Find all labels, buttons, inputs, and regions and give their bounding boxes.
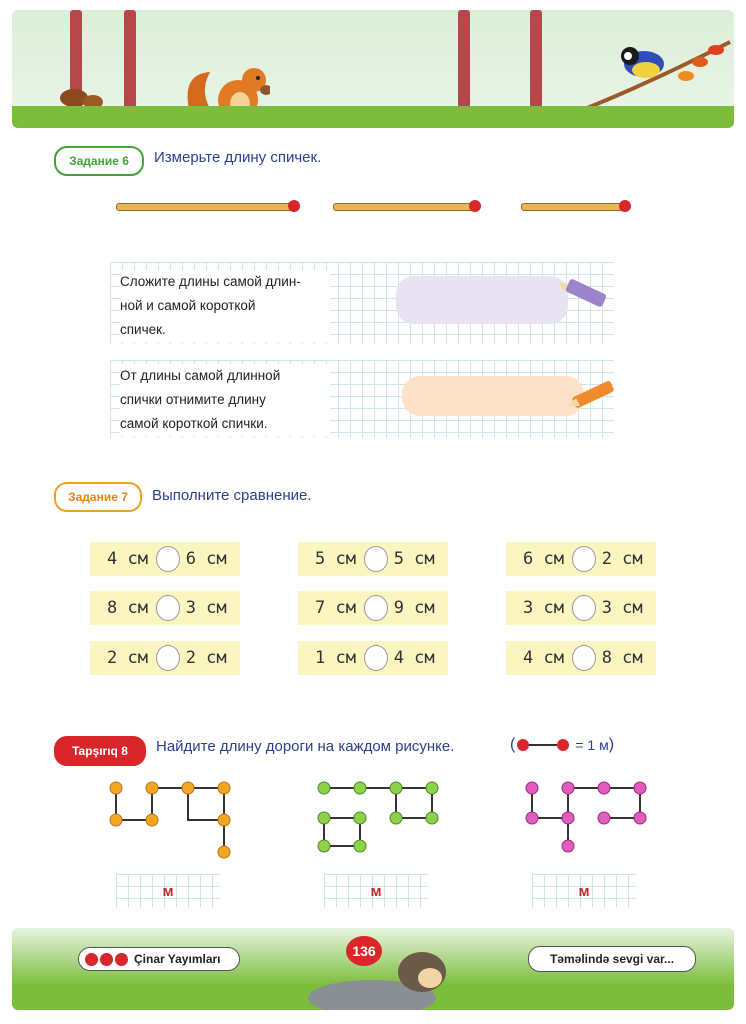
unit-label: м [578, 882, 590, 900]
instruction-line: спички отнимите длину [120, 392, 266, 407]
path-diagram [109, 781, 231, 859]
legend: ( = 1 м ) [510, 736, 614, 754]
comparison-right: 2 см [185, 648, 227, 668]
facebook-icon [85, 952, 98, 966]
comparison-row: 1 см 4 см [298, 641, 448, 675]
comparison-left: 6 см [523, 549, 564, 569]
unit-label: м [162, 882, 174, 900]
comparison-answer-circle[interactable] [155, 546, 180, 572]
bird-illustration [582, 40, 731, 112]
instruction-line: От длины самой длинной [120, 368, 281, 383]
pencil-icon [568, 381, 614, 408]
instruction-text: От длины самой длинной спички отнимите д… [120, 364, 330, 436]
comparison-left: 4 см [107, 549, 148, 569]
answer-box[interactable]: м [532, 874, 636, 908]
comparison-left: 4 см [523, 648, 564, 668]
publisher-pill[interactable]: Çinar Yayımları [78, 947, 240, 971]
comparison-answer-circle[interactable] [571, 645, 596, 671]
answer-blob[interactable] [396, 276, 568, 324]
task-title: Измерьте длину спичек. [154, 149, 322, 166]
comparison-row: 7 см 9 см [298, 591, 448, 625]
answer-box[interactable]: м [116, 874, 220, 908]
legend-paren-close: ) [608, 736, 615, 753]
instagram-icon [100, 952, 113, 966]
comparison-right: 8 см [601, 648, 643, 668]
legend-text: = 1 м [575, 737, 609, 753]
comparison-left: 2 см [107, 648, 148, 668]
tree-trunk [458, 10, 470, 110]
legend-segment-icon [517, 739, 570, 751]
match-head [288, 200, 300, 212]
comparison-left: 1 см [315, 648, 356, 668]
comparison-answer-circle[interactable] [363, 546, 388, 572]
youtube-icon [115, 952, 128, 966]
comparison-row: 8 см 3 см [90, 591, 240, 625]
comparison-left: 5 см [315, 549, 356, 569]
comparison-row: 4 см 6 см [90, 542, 240, 576]
grass-strip [12, 106, 734, 128]
comparison-answer-circle[interactable] [155, 645, 180, 671]
header-banner [12, 10, 734, 128]
comparison-left: 3 см [523, 598, 564, 618]
matchstick [333, 203, 475, 211]
pencil-icon [558, 279, 607, 307]
tree-trunk [530, 10, 542, 110]
comparison-left: 8 см [107, 598, 148, 618]
publisher-name: Çinar Yayımları [134, 952, 221, 966]
instruction-line: ной и самой короткой [120, 298, 256, 313]
comparison-row: 2 см 2 см [90, 641, 240, 675]
comparison-answer-circle[interactable] [155, 595, 180, 621]
match-head [619, 200, 631, 212]
hedgehog-illustration [308, 952, 446, 1010]
answer-box[interactable]: м [324, 874, 428, 908]
task-title: Найдите длину дороги на каждом рисунке. [156, 738, 455, 755]
instruction-text: Сложите длины самой длин- ной и самой ко… [120, 270, 330, 342]
task-badge: Задание 6 [54, 146, 144, 176]
comparison-right: 9 см [393, 598, 435, 618]
matchstick [521, 203, 625, 211]
unit-label: м [370, 882, 382, 900]
answer-blob[interactable] [402, 376, 584, 416]
comparison-right: 5 см [393, 549, 435, 569]
match-head [469, 200, 481, 212]
comparison-right: 2 см [601, 549, 643, 569]
instruction-line: самой короткой спички. [120, 416, 268, 431]
comparison-row: 3 см 3 см [506, 591, 656, 625]
tree-trunk [70, 10, 82, 110]
comparison-answer-circle[interactable] [571, 546, 596, 572]
page-number: 136 [346, 936, 382, 966]
task-badge: Задание 7 [54, 482, 142, 512]
comparison-right: 6 см [185, 549, 227, 569]
instruction-line: спичек. [120, 322, 166, 337]
legend-paren-open: ( [510, 736, 516, 753]
comparison-right: 4 см [393, 648, 435, 668]
comparison-right: 3 см [601, 598, 643, 618]
task-badge: Tapşırıq 8 [54, 736, 146, 766]
comparison-row: 5 см 5 см [298, 542, 448, 576]
comparison-row: 6 см 2 см [506, 542, 656, 576]
comparison-answer-circle[interactable] [571, 595, 596, 621]
comparison-right: 3 см [185, 598, 227, 618]
slogan-pill: Təməlində sevgi var... [528, 946, 696, 972]
path-diagram [525, 781, 647, 853]
comparison-answer-circle[interactable] [363, 645, 388, 671]
comparison-left: 7 см [315, 598, 356, 618]
path-diagram [317, 781, 439, 853]
comparison-row: 4 см 8 см [506, 641, 656, 675]
comparison-answer-circle[interactable] [363, 595, 388, 621]
task-title: Выполните сравнение. [152, 487, 312, 504]
tree-trunk [124, 10, 136, 110]
instruction-line: Сложите длины самой длин- [120, 274, 301, 289]
matchstick [116, 203, 294, 211]
